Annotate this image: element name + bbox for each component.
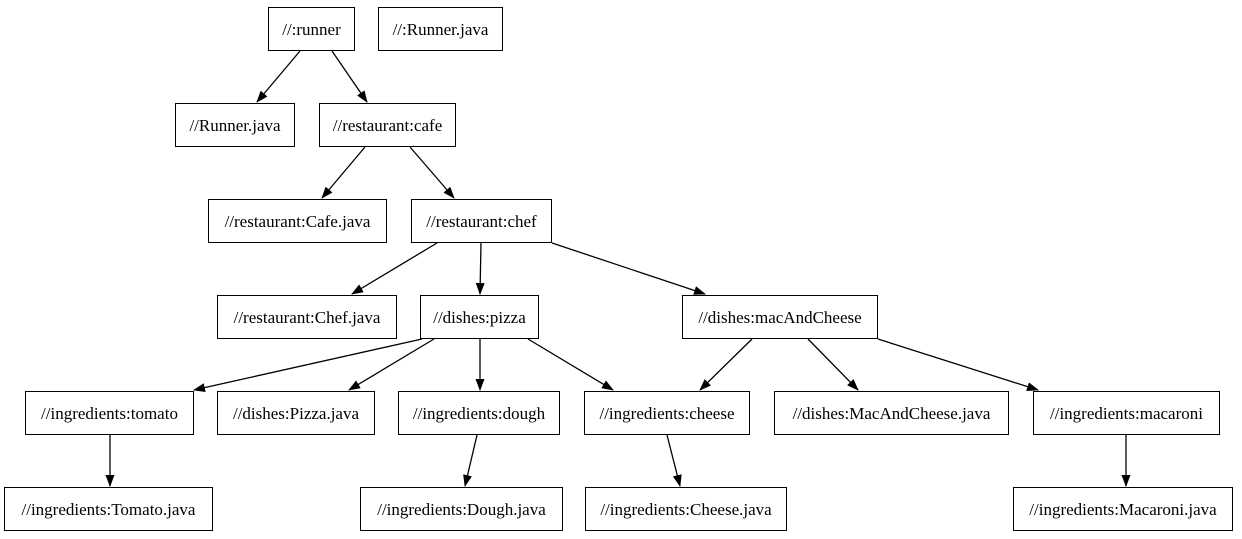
graph-node-macaroni: //ingredients:macaroni	[1033, 391, 1220, 435]
edge-chef-to-pizza	[475, 242, 485, 295]
graph-node-dough_java: //ingredients:Dough.java	[360, 487, 563, 531]
graph-node-runner: //:runner	[268, 7, 355, 51]
graph-node-cheese_java: //ingredients:Cheese.java	[585, 487, 787, 531]
graph-node-pizza_java: //dishes:Pizza.java	[217, 391, 375, 435]
edge-runner-to-runner_java	[256, 50, 301, 103]
graph-node-cheese: //ingredients:cheese	[584, 391, 750, 435]
edge-dough-to-dough_java	[463, 434, 478, 487]
edge-runner-to-cafe	[331, 50, 368, 103]
graph-node-pizza: //dishes:pizza	[420, 295, 539, 339]
edge-pizza-to-pizza_java	[348, 338, 435, 391]
edge-mac-to-mac_java	[807, 338, 859, 391]
edge-cafe-to-chef	[409, 146, 455, 199]
graph-node-dough: //ingredients:dough	[398, 391, 560, 435]
edge-mac-to-cheese	[699, 338, 753, 391]
graph-node-macaroni_java: //ingredients:Macaroni.java	[1013, 487, 1233, 531]
graph-node-cafe_java: //restaurant:Cafe.java	[208, 199, 387, 243]
graph-node-tomato_java: //ingredients:Tomato.java	[4, 487, 213, 531]
graph-node-chef_java: //restaurant:Chef.java	[217, 295, 397, 339]
edge-chef-to-mac	[551, 242, 706, 295]
graph-node-cafe: //restaurant:cafe	[319, 103, 456, 147]
graph-node-runner_java_top: //:Runner.java	[378, 7, 503, 51]
edge-pizza-to-cheese	[527, 338, 614, 391]
edge-mac-to-macaroni	[877, 338, 1039, 391]
graph-node-runner_java: //Runner.java	[175, 103, 295, 147]
graph-node-tomato: //ingredients:tomato	[25, 391, 194, 435]
graph-node-mac_java: //dishes:MacAndCheese.java	[774, 391, 1009, 435]
edge-cheese-to-cheese_java	[666, 434, 682, 487]
edge-cafe-to-cafe_java	[321, 146, 366, 199]
edge-chef-to-chef_java	[351, 242, 438, 295]
edge-pizza-to-tomato	[193, 338, 423, 392]
graph-node-chef: //restaurant:chef	[411, 199, 552, 243]
graph-node-mac: //dishes:macAndCheese	[682, 295, 878, 339]
